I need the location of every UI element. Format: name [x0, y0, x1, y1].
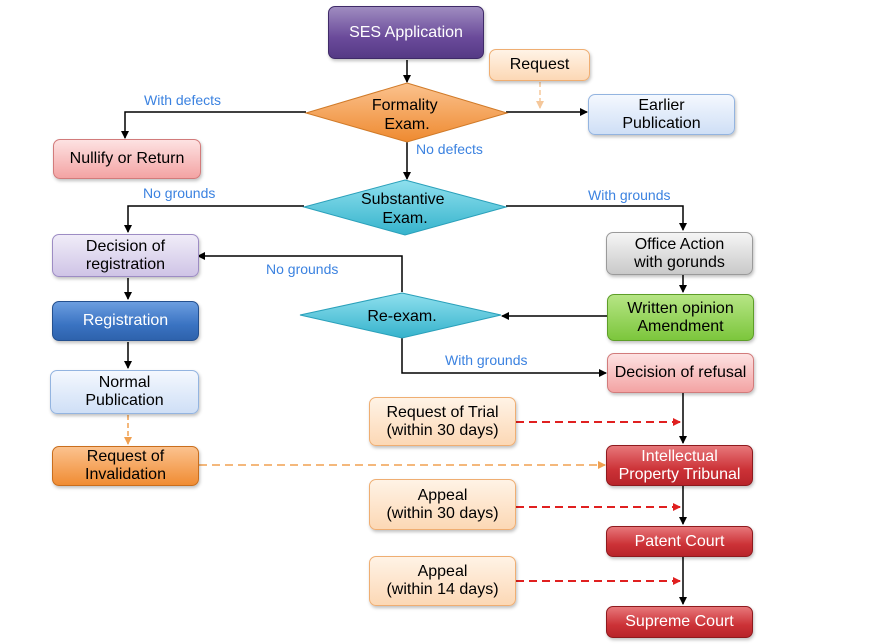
- ses-application-node: SES Application: [328, 6, 484, 59]
- edge-formality-to-nullify: [121, 111, 306, 139]
- appeal-30-days-node: Appeal (within 30 days): [369, 479, 516, 530]
- earlier-publication-node: Earlier Publication: [588, 94, 735, 135]
- appeal-14-days-node: Appeal (within 14 days): [369, 556, 516, 606]
- decision-of-registration-node: Decision of registration: [52, 234, 199, 277]
- no-grounds-reexam-label: No grounds: [266, 261, 339, 277]
- no-grounds-substantive-label: No grounds: [143, 185, 216, 201]
- substantive-exam-diamond: [302, 179, 508, 236]
- office-action-node: Office Action with gorunds: [606, 232, 753, 275]
- edge-substantive-to-decision: [124, 205, 304, 233]
- request-of-invalidation-node: Request of Invalidation: [52, 446, 199, 486]
- re-exam-label: Re-exam.: [367, 308, 436, 325]
- patent-court-node: Patent Court: [606, 526, 753, 557]
- ip-tribunal-node: Intellectual Property Tribunal: [606, 445, 753, 486]
- request-node: Request: [489, 49, 590, 81]
- no-defects-label: No defects: [416, 141, 483, 157]
- edge-reexam-to-refusal: [401, 338, 607, 377]
- with-grounds-reexam-label: With grounds: [445, 352, 528, 368]
- formality-exam-diamond: [304, 82, 509, 143]
- edge-reexam-to-decision: [197, 252, 403, 292]
- substantive-exam-label: Substantive Exam.: [361, 191, 449, 227]
- nullify-or-return-node: Nullify or Return: [53, 139, 201, 179]
- request-of-trial-node: Request of Trial (within 30 days): [369, 397, 516, 446]
- with-defects-label: With defects: [144, 92, 222, 108]
- supreme-court-node: Supreme Court: [606, 606, 753, 638]
- re-exam-diamond: [299, 292, 502, 339]
- with-grounds-substantive-label: With grounds: [588, 187, 671, 203]
- edge-substantive-to-office: [506, 205, 687, 231]
- decision-of-refusal-node: Decision of refusal: [607, 353, 754, 393]
- normal-publication-node: Normal Publication: [50, 370, 199, 414]
- formality-exam-label: Formality Exam.: [372, 97, 442, 133]
- written-opinion-node: Written opinion Amendment: [607, 294, 754, 341]
- registration-node: Registration: [52, 301, 199, 341]
